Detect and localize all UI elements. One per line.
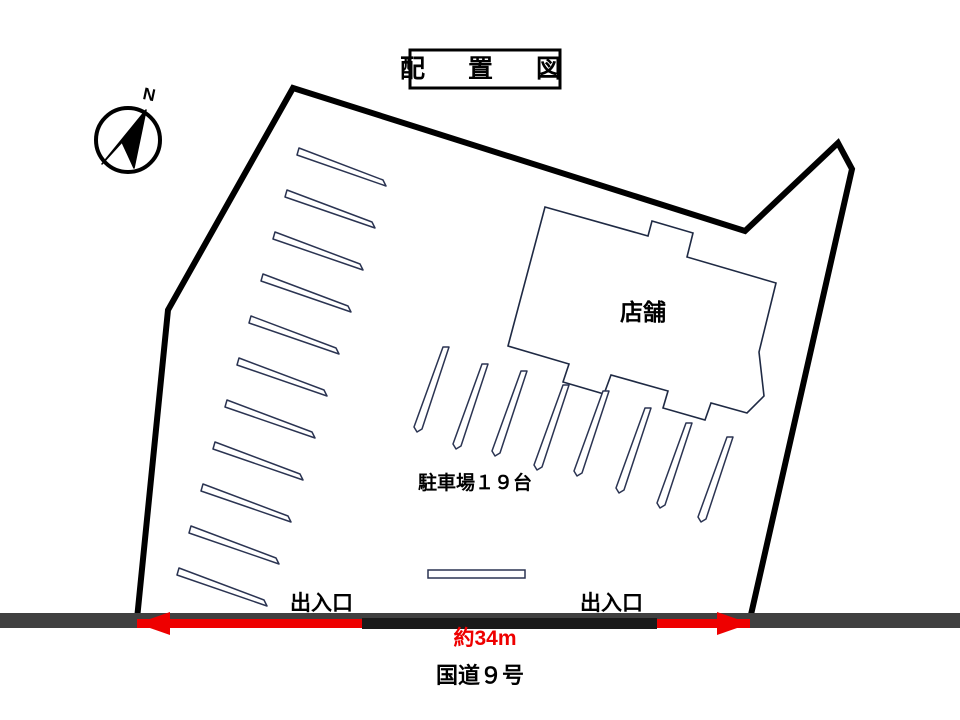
entrance-label-left: 出入口 — [290, 592, 353, 615]
parking-stall-line — [697, 436, 734, 523]
parking-stall-line — [491, 370, 528, 457]
road-label: 国道９号 — [436, 663, 524, 688]
dimension-line — [137, 612, 750, 635]
parking-stall-line — [248, 315, 340, 355]
parking-stall-line — [296, 147, 387, 187]
parking-stall-line — [452, 363, 489, 450]
compass-rose: N — [94, 84, 162, 174]
parking-stall-line — [284, 189, 376, 229]
parking-stall-line — [413, 346, 450, 433]
parking-stall-line — [212, 441, 304, 481]
parking-stall-line — [200, 483, 292, 523]
parking-curb-line — [427, 569, 526, 579]
building-outline — [507, 206, 777, 421]
title-box: 配 置 図 — [400, 48, 570, 90]
parking-stall-line — [236, 357, 328, 397]
building-label: 店舗 — [620, 299, 666, 325]
title-box-border — [408, 48, 562, 90]
parking-stall-line — [656, 422, 693, 509]
parking-stall-line — [573, 390, 610, 477]
dimension-bar-midsection — [362, 618, 657, 629]
parking-stalls-left-row — [176, 147, 387, 607]
entrance-label-right: 出入口 — [580, 592, 643, 615]
parking-stall-line — [272, 231, 364, 271]
site-boundary — [133, 84, 856, 622]
parking-stalls-middle-row — [413, 346, 734, 523]
compass-north-label: N — [141, 84, 157, 105]
dimension-label: 約34m — [453, 626, 516, 650]
parking-stall-line — [615, 407, 652, 494]
dimension-arrow-left-icon — [137, 612, 170, 635]
parking-label: 駐車場１９台 — [418, 471, 532, 494]
parking-stall-line — [188, 525, 280, 565]
parking-stall-line — [260, 273, 352, 313]
parking-stall-line — [533, 384, 570, 471]
parking-stall-line — [224, 399, 316, 439]
north-arrow-icon — [101, 109, 147, 169]
parking-stall-line — [176, 567, 268, 607]
dimension-arrow-right-icon — [717, 612, 750, 635]
title-label: 配 置 図 — [400, 55, 570, 83]
